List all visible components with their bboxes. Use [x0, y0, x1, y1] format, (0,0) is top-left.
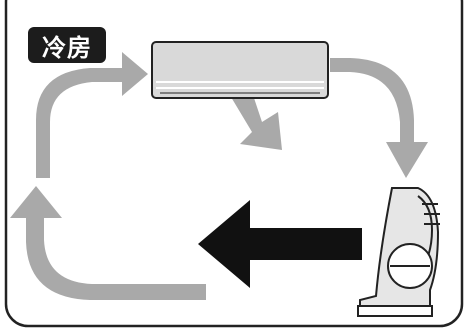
mode-label-text: 冷房 — [42, 33, 92, 62]
airflow-arrow-ac-outflow — [228, 92, 282, 150]
airflow-arrow-bottom-left-up — [10, 186, 206, 300]
outer-border — [4, 0, 464, 328]
airflow-loop — [10, 52, 428, 300]
airflow-arrow-left-up — [36, 52, 148, 178]
airflow-arrow-right-down — [330, 58, 428, 178]
mode-label: 冷房 — [28, 27, 106, 63]
main-airflow-arrow — [198, 200, 362, 288]
air-conditioner-indoor-unit-icon — [151, 41, 329, 99]
circulator-fan-icon — [357, 187, 440, 317]
